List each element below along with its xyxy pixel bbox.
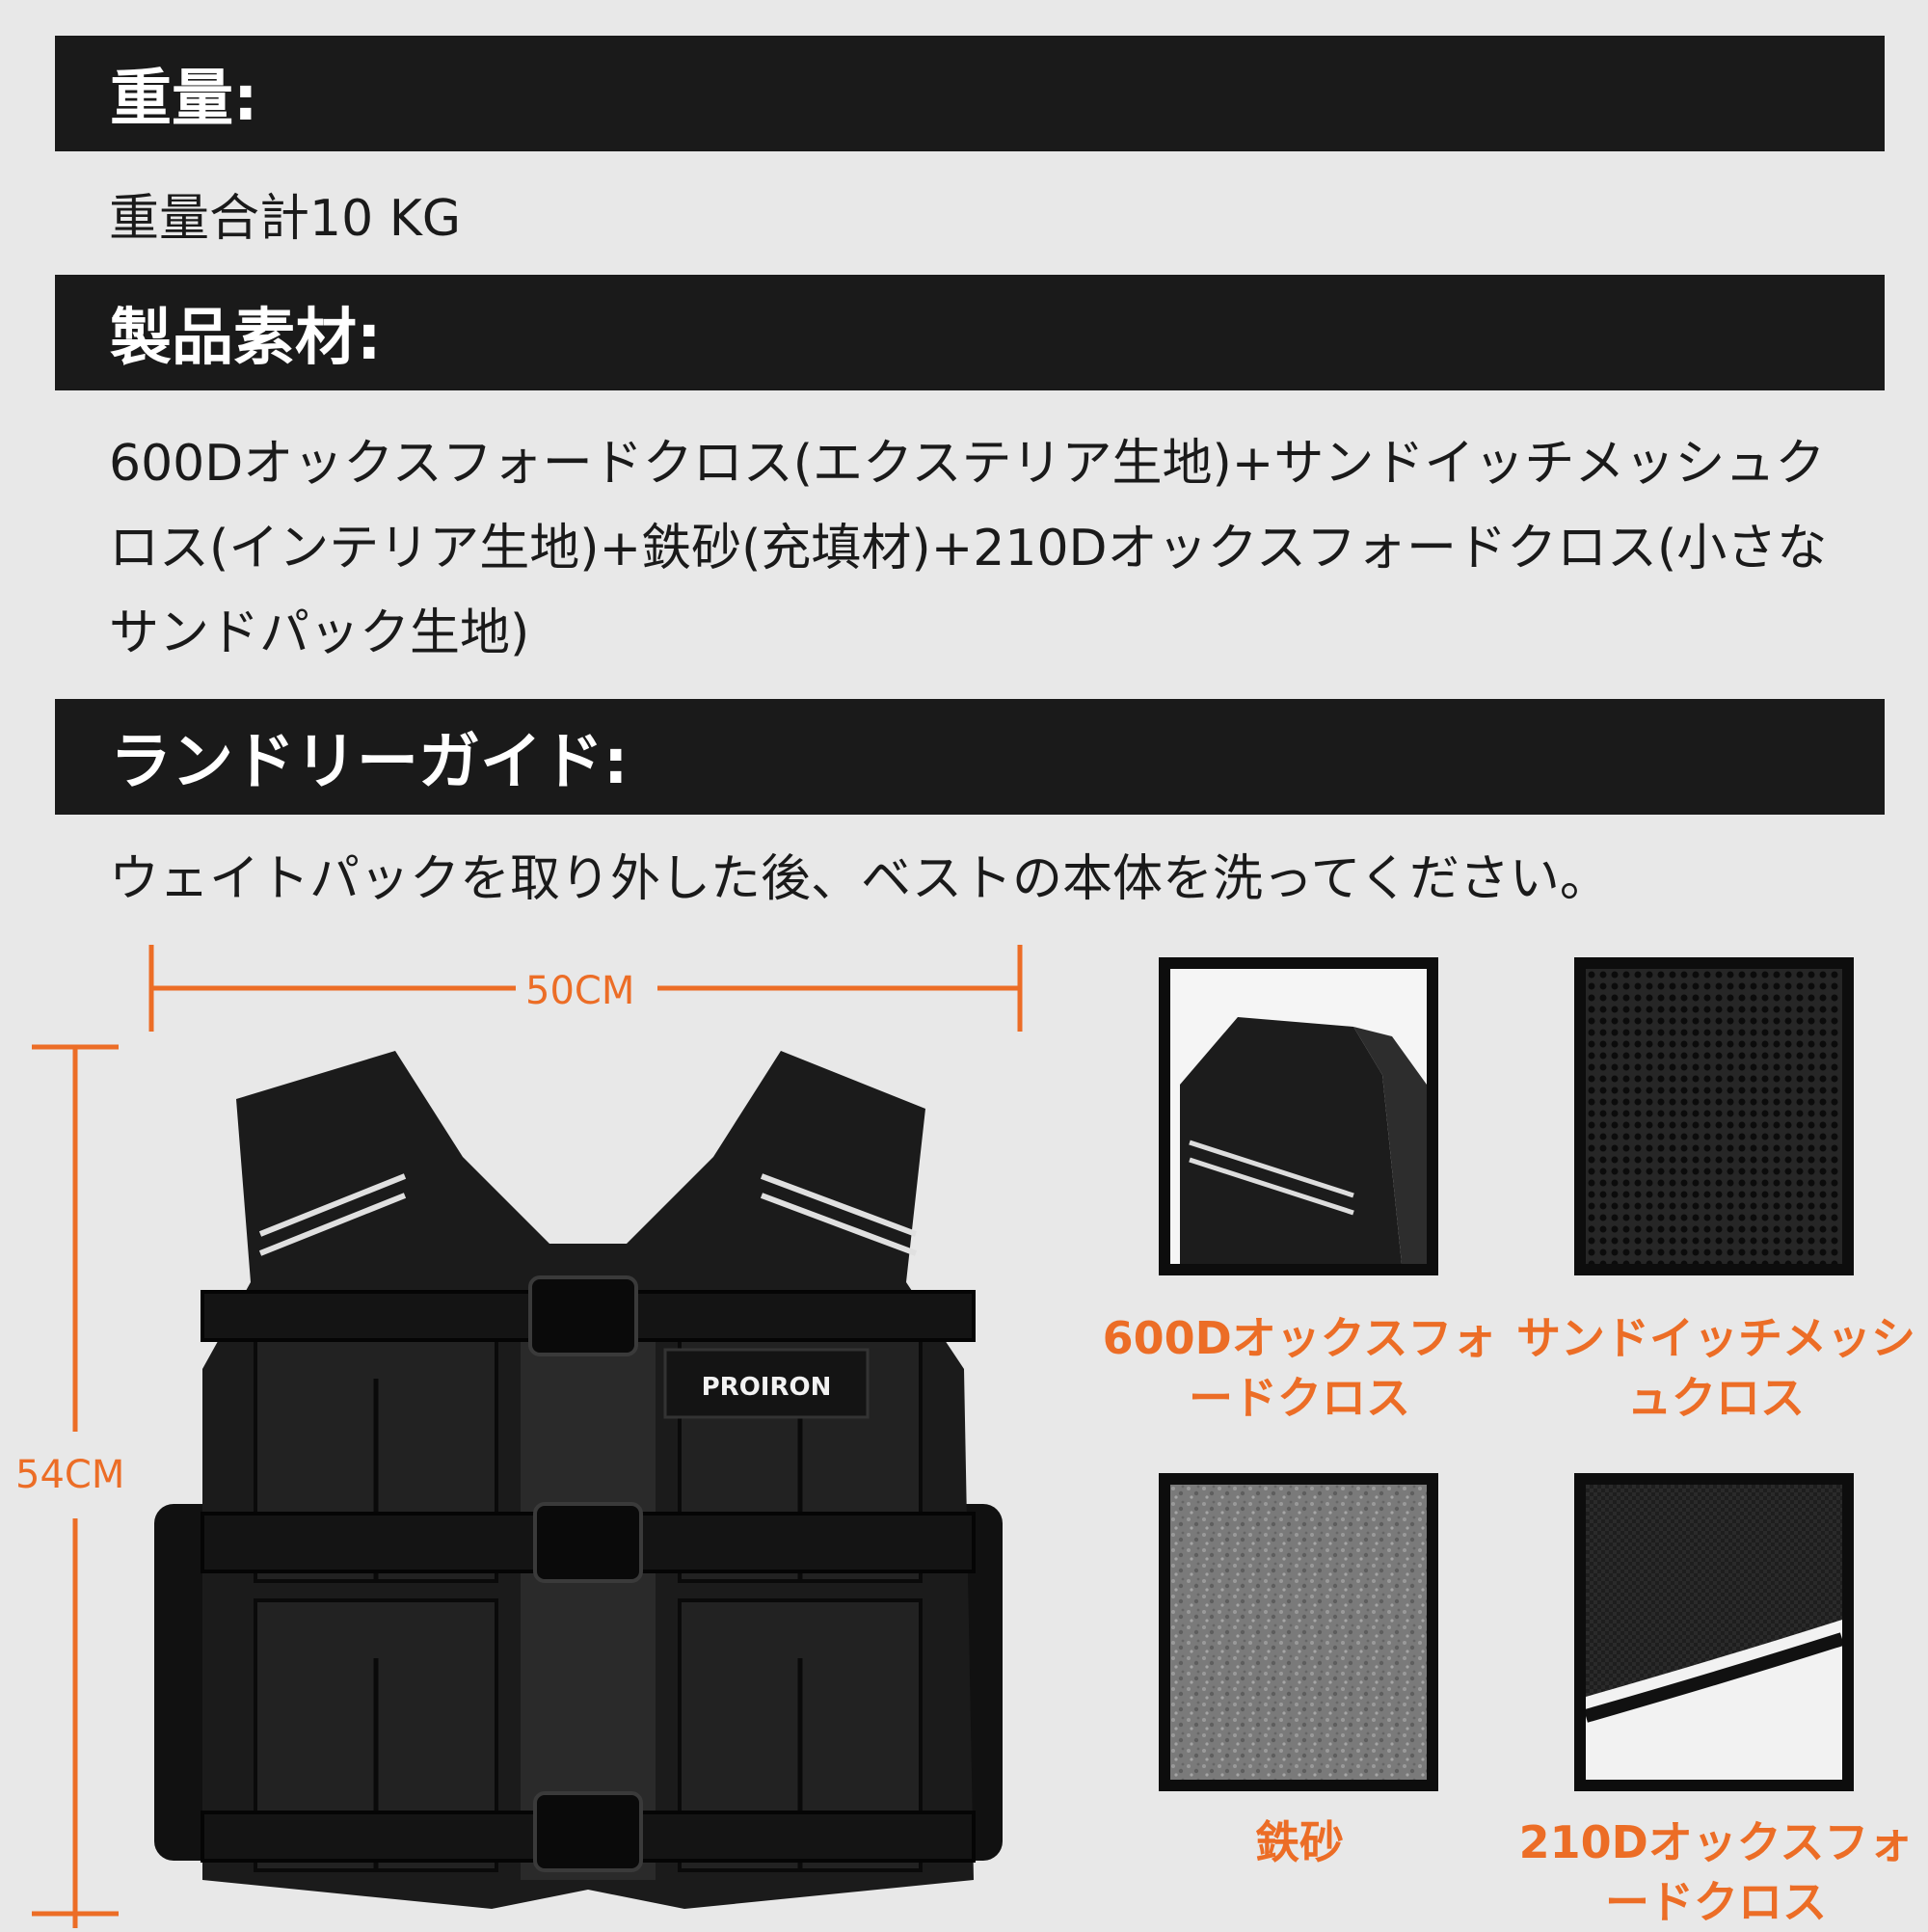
weight-vest-image: PROIRON: [154, 1051, 1003, 1909]
material-caption-2: サンドイッチメッシュクロス: [1516, 1312, 1915, 1424]
width-label: 50CM: [525, 969, 635, 1013]
section-heading-weight: 重量:: [55, 36, 1885, 151]
dimension-lines: [32, 945, 1023, 1928]
laundry-text: ウェイトパックを取り外した後、ベストの本体を洗ってください。: [109, 850, 1610, 908]
material-caption-3: 鉄砂: [1255, 1816, 1344, 1868]
iron-sand-image: [1159, 1473, 1438, 1791]
heading-text: ランドリーガイド:: [110, 727, 629, 798]
shoulder-strap-image: [1159, 957, 1438, 1275]
sandbag-fabric-image: [1574, 1473, 1854, 1791]
brand-label: PROIRON: [702, 1373, 832, 1402]
mesh-fabric-image: [1574, 957, 1854, 1275]
section-heading-material: 製品素材:: [55, 275, 1885, 390]
heading-text: 重量:: [110, 64, 258, 135]
height-label: 54CM: [15, 1453, 125, 1497]
material-caption-1: 600Dオックスフォードクロス: [1102, 1312, 1497, 1424]
material-text: 600Dオックスフォードクロス(エクステリア生地)+サンドイッチメッシュクロス(…: [109, 435, 1828, 662]
height-label-gap: [0, 1432, 154, 1518]
section-heading-laundry: ランドリーガイド:: [55, 699, 1885, 815]
material-caption-4: 210Dオックスフォードクロス: [1518, 1816, 1914, 1928]
weight-text: 重量合計10 KG: [109, 190, 462, 248]
heading-text: 製品素材:: [110, 303, 382, 374]
